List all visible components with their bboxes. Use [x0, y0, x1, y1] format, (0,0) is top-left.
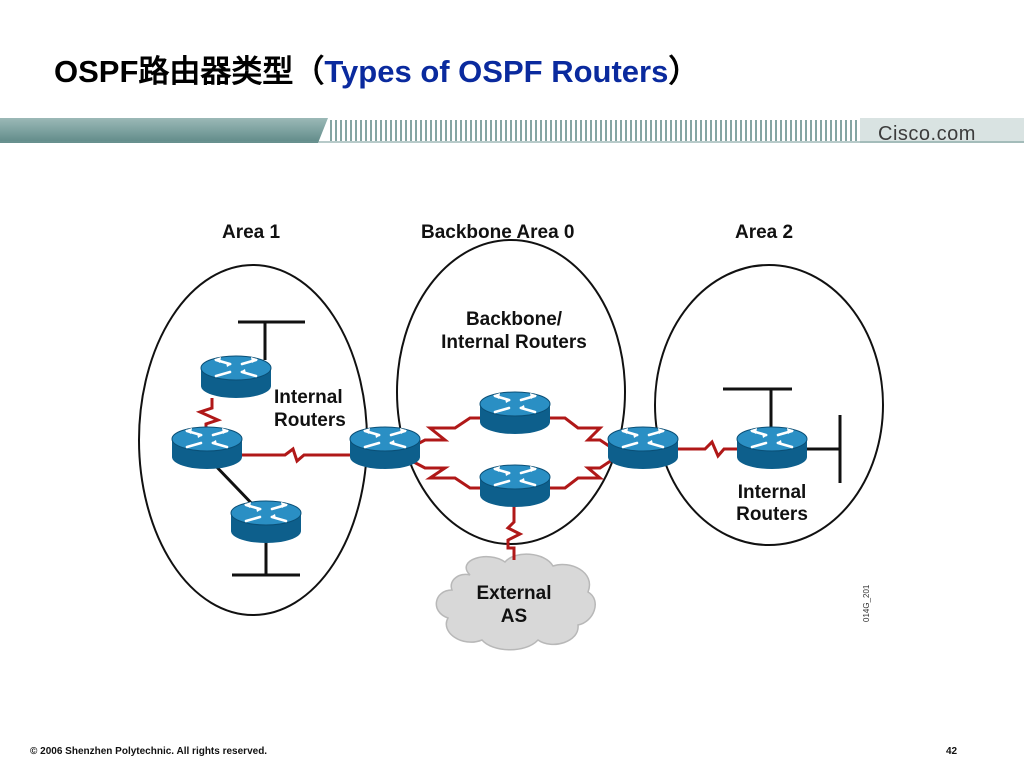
- figure-id: 014G_201: [862, 584, 871, 622]
- external-label-line2: AS: [500, 606, 528, 627]
- area-0-boundary: [396, 239, 626, 545]
- area2-border-router-icon: [606, 425, 680, 471]
- backbone-label-line2: Internal Routers: [441, 332, 587, 353]
- external-as-cloud: [435, 553, 596, 651]
- area-0-label: Backbone Area 0: [421, 222, 575, 243]
- area2-internal-label-line1: Internal: [737, 482, 807, 503]
- area1-bottom-router-icon: [229, 499, 303, 545]
- backbone-top-router-icon: [478, 390, 552, 436]
- brand-logo-text: Cisco.com: [878, 123, 976, 145]
- page-number: 42: [946, 746, 958, 757]
- area-2-label: Area 2: [735, 222, 794, 243]
- backbone-routers-label: Backbone/ Internal Routers: [424, 308, 604, 354]
- title-chinese: OSPF路由器类型（: [54, 54, 325, 89]
- area-1-label: Area 1: [222, 222, 281, 243]
- backbone-label-line1: Backbone/: [465, 309, 563, 330]
- area2-internal-routers-label: Internal Routers: [722, 482, 822, 526]
- copyright-footer: © 2006 Shenzhen Polytechnic. All rights …: [30, 746, 268, 757]
- area1-internal-routers-label: Internal Routers: [274, 386, 346, 432]
- external-label-line1: External: [476, 583, 552, 604]
- area2-internal-label-line2: Routers: [736, 504, 808, 525]
- area1-border-router-icon: [348, 425, 422, 471]
- slide-title: OSPF路由器类型（Types of OSPF Routers）: [54, 46, 699, 91]
- backbone-bottom-router-icon: [478, 463, 552, 509]
- header-banner: [0, 118, 1024, 143]
- area1-internal-label-line2: Routers: [274, 410, 346, 431]
- title-english: Types of OSPF Routers: [324, 54, 669, 89]
- area2-internal-router-icon: [735, 425, 809, 471]
- area-2-boundary: [654, 264, 884, 546]
- area1-top-router-icon: [199, 354, 273, 400]
- area1-internal-label-line1: Internal: [274, 387, 343, 408]
- title-close-paren: ）: [668, 54, 700, 89]
- serial-links: [195, 398, 738, 560]
- area1-internal-router-icon: [170, 425, 244, 471]
- external-as-label: External AS: [464, 582, 564, 628]
